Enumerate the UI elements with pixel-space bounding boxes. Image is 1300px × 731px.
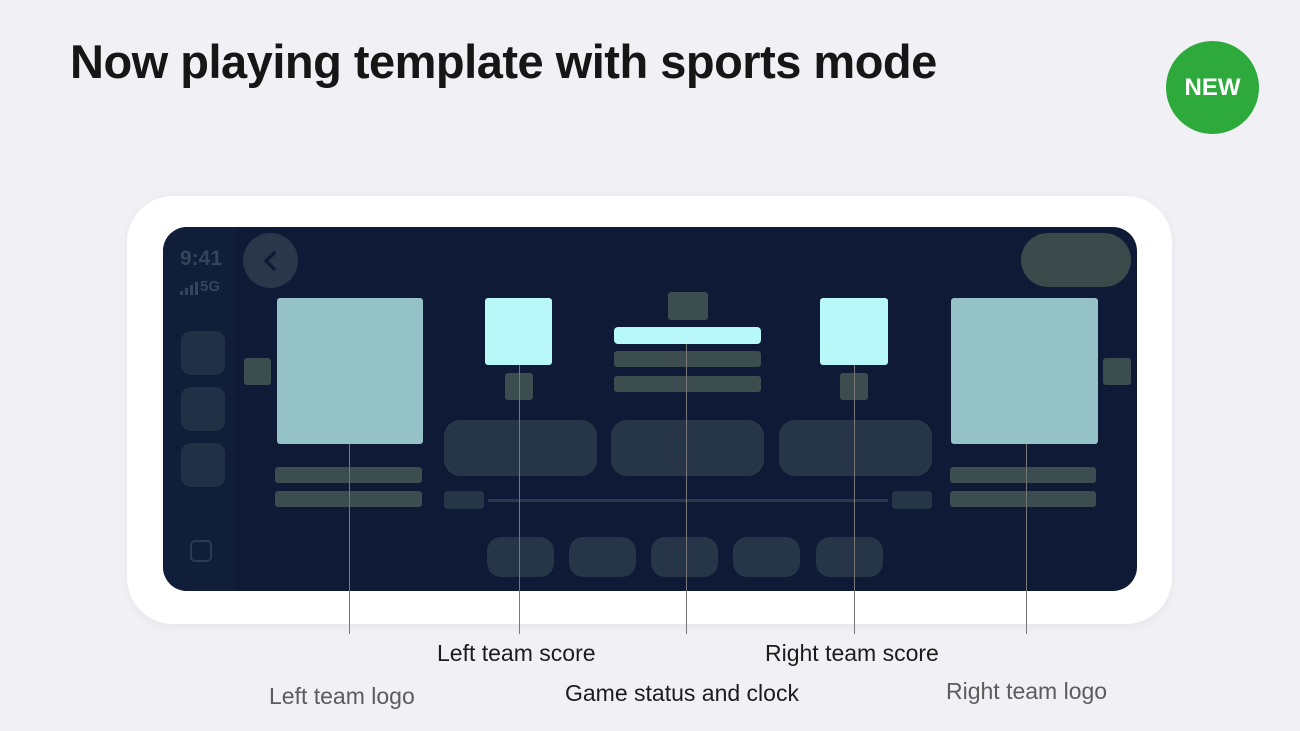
elapsed-time	[444, 491, 484, 509]
right-team-score	[820, 298, 888, 365]
callout-line-left-logo	[349, 444, 350, 634]
sidebar-app-button[interactable]	[181, 443, 225, 487]
playback-control-button[interactable]	[779, 420, 932, 476]
tab-button[interactable]	[651, 537, 718, 577]
callout-line-left-score	[519, 365, 520, 634]
tab-button[interactable]	[816, 537, 883, 577]
progress-track[interactable]	[488, 499, 888, 502]
game-status-clock	[614, 327, 761, 344]
callout-line-right-logo	[1026, 444, 1027, 634]
left-team-logo	[277, 298, 423, 444]
top-right-action-pill[interactable]	[1021, 233, 1131, 287]
tab-button[interactable]	[569, 537, 636, 577]
status-network: 5G	[200, 278, 221, 295]
playback-control-button[interactable]	[444, 420, 597, 476]
label-right-team-logo: Right team logo	[946, 678, 1108, 704]
back-button[interactable]	[243, 233, 298, 288]
right-side-indicator	[1103, 358, 1131, 385]
label-left-team-logo: Left team logo	[269, 683, 415, 709]
label-right-team-score: Right team score	[765, 640, 939, 666]
game-info-line	[614, 376, 761, 392]
tab-button[interactable]	[733, 537, 800, 577]
square-icon[interactable]	[190, 540, 212, 562]
callout-line-right-score	[854, 365, 855, 634]
right-team-logo	[951, 298, 1098, 444]
game-info-line	[614, 351, 761, 367]
label-game-status-clock: Game status and clock	[565, 680, 799, 706]
left-side-indicator	[244, 358, 271, 385]
right-team-name-line	[950, 467, 1096, 483]
carplay-screen: 9:41 5G	[163, 227, 1137, 591]
left-team-name-line	[275, 467, 422, 483]
callout-line-game-status	[686, 344, 687, 634]
playback-control-button[interactable]	[611, 420, 764, 476]
status-time: 9:41	[180, 247, 223, 270]
chevron-left-icon	[263, 250, 276, 271]
status-signal: 5G	[180, 278, 220, 295]
new-badge: NEW	[1166, 41, 1259, 134]
left-team-info-line	[275, 491, 422, 507]
left-team-score	[485, 298, 552, 365]
slide-title: Now playing template with sports mode	[70, 35, 937, 88]
sidebar-app-button[interactable]	[181, 387, 225, 431]
right-team-info-line	[950, 491, 1096, 507]
label-left-team-score: Left team score	[437, 640, 596, 666]
game-period-indicator	[668, 292, 708, 320]
sidebar-app-button[interactable]	[181, 331, 225, 375]
signal-bars-icon	[180, 282, 198, 295]
tab-button[interactable]	[487, 537, 554, 577]
remaining-time	[892, 491, 932, 509]
